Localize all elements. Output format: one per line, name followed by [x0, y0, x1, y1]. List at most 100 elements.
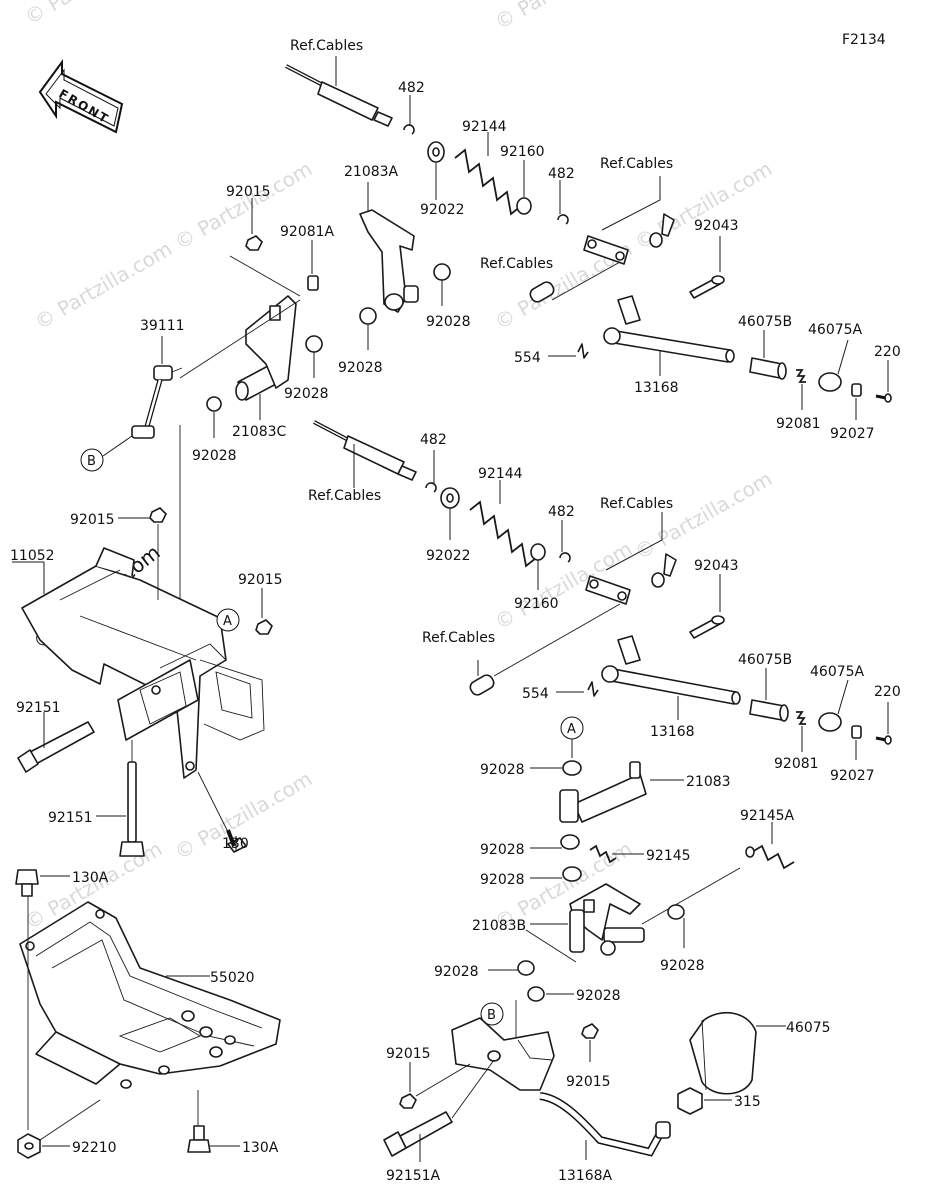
label-13168A: 13168A: [558, 1168, 613, 1184]
pin-clevis: [469, 674, 495, 696]
watermark-text: © Partzilla.com: [491, 0, 637, 34]
pin-554: [587, 681, 599, 697]
label-ref-cables: Ref.Cables: [480, 256, 553, 272]
skid-plate-55020: [19, 901, 281, 1089]
cable-end-bracket: [583, 213, 675, 265]
label-92028: 92028: [480, 872, 525, 888]
callout-a: [216, 608, 240, 632]
label-21083: 21083: [686, 774, 731, 790]
bushing-92028: [433, 263, 451, 281]
label-92081: 92081: [774, 756, 819, 772]
label-92160: 92160: [500, 144, 545, 160]
bushing-92028: [560, 834, 580, 850]
bushing-92028: [562, 866, 582, 882]
lever-21083: [559, 761, 647, 823]
label-92015: 92015: [70, 512, 115, 528]
callout-a-label: A: [223, 614, 232, 629]
label-92015: 92015: [386, 1046, 431, 1062]
bolt-130A: [187, 1125, 211, 1153]
label-220: 220: [874, 684, 901, 700]
lever-21083A: [359, 209, 419, 313]
label-46075: 46075: [786, 1020, 831, 1036]
pin-92027: [851, 725, 862, 739]
label-92028: 92028: [576, 988, 621, 1004]
label-92145: 92145: [646, 848, 691, 864]
bolt-130A: [15, 869, 39, 897]
bolt-92151: [17, 721, 95, 773]
label-554: 554: [514, 350, 541, 366]
callout-b-label: B: [487, 1008, 496, 1023]
callout-b-label: B: [87, 454, 96, 469]
label-13168: 13168: [634, 380, 679, 396]
label-482: 482: [548, 504, 575, 520]
label-ref-cables: Ref.Cables: [290, 38, 363, 54]
clip-482: [403, 124, 415, 135]
washer-92022: [440, 487, 460, 509]
cable-top-1: [285, 56, 393, 127]
spring-92081: [796, 369, 806, 383]
pin-92027: [851, 383, 862, 397]
bushing-92028: [305, 335, 323, 353]
label-92028: 92028: [480, 762, 525, 778]
bushing-92028: [517, 960, 535, 976]
spring-92145A: [745, 844, 795, 870]
washer-92022: [427, 141, 445, 163]
label-92151A: 92151A: [386, 1168, 441, 1184]
label-92028: 92028: [434, 964, 479, 980]
label-220: 220: [874, 344, 901, 360]
label-92015: 92015: [226, 184, 271, 200]
spring-92144: [454, 148, 522, 216]
label-92028: 92028: [284, 386, 329, 402]
label-ref-cables: Ref.Cables: [422, 630, 495, 646]
frame-11052: [21, 547, 265, 779]
shaft-13168: [601, 635, 741, 705]
knob-46075A: [818, 372, 842, 392]
label-ref-cables: Ref.Cables: [600, 156, 673, 172]
label-92151: 92151: [48, 810, 93, 826]
label-21083C: 21083C: [232, 424, 287, 440]
bushing-46075B: [749, 699, 789, 722]
nut-92210: [17, 1133, 41, 1159]
label-92144: 92144: [462, 119, 507, 135]
label-46075A: 46075A: [808, 322, 863, 338]
pedal-pad-46075: [689, 1012, 757, 1095]
watermark-text: © Partzilla.com: [631, 466, 777, 564]
spring-92144: [469, 500, 537, 568]
bushing-92028: [359, 307, 377, 325]
collar-92160: [516, 197, 532, 215]
label-92028: 92028: [338, 360, 383, 376]
label-554: 554: [522, 686, 549, 702]
label-11052: 11052: [10, 548, 55, 564]
label-21083B: 21083B: [472, 918, 526, 934]
label-55020: 55020: [210, 970, 255, 986]
callout-a-label: A: [567, 722, 576, 737]
pin-92043: [689, 275, 725, 299]
label-21083A: 21083A: [344, 164, 399, 180]
lever-21083B: [569, 883, 645, 956]
spring-92145: [589, 844, 617, 864]
bushing-92028: [667, 904, 685, 920]
label-92210: 92210: [72, 1140, 117, 1156]
nut-92015: [255, 619, 273, 635]
cable-end-bracket: [585, 553, 677, 605]
pedal-13168A: [539, 1092, 671, 1157]
label-92028: 92028: [192, 448, 237, 464]
label-92015: 92015: [566, 1074, 611, 1090]
label-46075B: 46075B: [738, 652, 792, 668]
label-482: 482: [398, 80, 425, 96]
label-92027: 92027: [830, 768, 875, 784]
figure-id: F2134: [842, 32, 886, 48]
label-13168: 13168: [650, 724, 695, 740]
callout-b: [480, 1002, 504, 1026]
spring-92081: [796, 711, 806, 725]
label-482: 482: [548, 166, 575, 182]
pin-554: [577, 343, 589, 359]
label-92160: 92160: [514, 596, 559, 612]
label-92081: 92081: [776, 416, 821, 432]
label-92043: 92043: [694, 218, 739, 234]
label-92028: 92028: [660, 958, 705, 974]
pin-clevis: [529, 281, 555, 303]
label-92015: 92015: [238, 572, 283, 588]
shaft-13168: [603, 295, 735, 363]
